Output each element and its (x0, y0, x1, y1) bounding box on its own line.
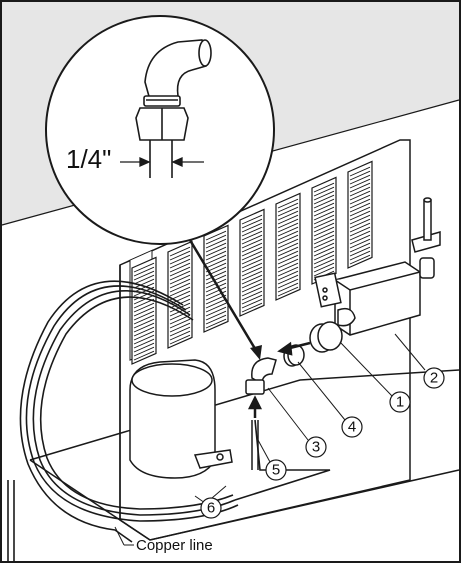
dimension-label: 1/4" (66, 144, 111, 174)
callout-6: 6 (201, 498, 221, 518)
valve-connector (310, 322, 342, 352)
callout-4-label: 4 (348, 419, 356, 436)
callout-5-label: 5 (272, 462, 280, 479)
callout-3: 3 (306, 437, 326, 457)
callout-1-label: 1 (396, 394, 404, 411)
callout-2-label: 2 (430, 370, 438, 387)
copper-line-label: Copper line (136, 537, 213, 554)
callout-2: 2 (424, 368, 444, 388)
callout-1: 1 (390, 392, 410, 412)
callout-5: 5 (266, 460, 286, 480)
callout-6-label: 6 (207, 500, 215, 517)
callout-3-label: 3 (312, 439, 320, 456)
callout-4: 4 (342, 417, 362, 437)
